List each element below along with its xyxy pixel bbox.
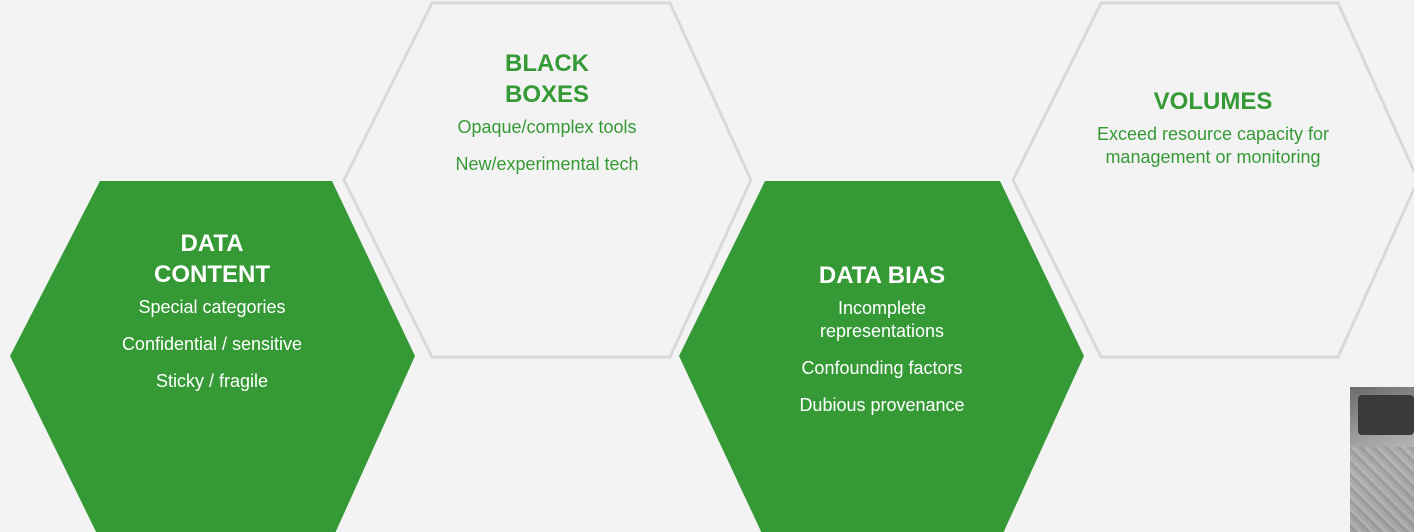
hexagon-title: DATA BIAS — [737, 260, 1027, 291]
hexagon-line: New/experimental tech — [455, 154, 639, 174]
title-line: DATA — [180, 230, 244, 257]
hexagon-black-boxes: BLACK BOXES Opaque/complex tools New/exp… — [397, 48, 697, 190]
hexagon-black-boxes-shape — [342, 1, 753, 359]
hexagon-line: Opaque/complex tools — [457, 117, 637, 137]
hexagon-line: Exceed resource capacity for management … — [1096, 124, 1330, 167]
hexagon-data-content: DATA CONTENT Special categories Confiden… — [62, 228, 362, 407]
photo-dark-area — [1358, 395, 1414, 435]
hexagon-line: Incomplete representations — [819, 298, 945, 341]
hexagon-line: Special categories — [138, 297, 286, 317]
hexagon-data-content-shape — [10, 181, 415, 532]
hexagon-title: BLACK BOXES — [397, 48, 697, 110]
title-line: BLACK — [505, 50, 589, 77]
hexagon-line: Dubious provenance — [799, 395, 965, 415]
hexagon-volumes-shape — [1011, 1, 1414, 359]
hexagon-data-bias: DATA BIAS Incomplete representations Con… — [737, 260, 1027, 431]
hexagon-title: VOLUMES — [1068, 86, 1358, 117]
corner-photo — [1350, 387, 1414, 532]
title-line: DATA BIAS — [818, 262, 946, 289]
photo-texture — [1350, 447, 1414, 532]
title-line: VOLUMES — [1153, 88, 1273, 115]
title-line: BOXES — [504, 81, 590, 108]
title-line: CONTENT — [154, 261, 270, 288]
hexagon-line: Confidential / sensitive — [121, 334, 303, 354]
hexagon-data-bias-shape — [679, 181, 1084, 532]
hexagon-line: Confounding factors — [801, 358, 963, 378]
hexagon-volumes: VOLUMES Exceed resource capacity for man… — [1068, 86, 1358, 169]
hexagon-line: Sticky / fragile — [155, 371, 269, 391]
hexagon-title: DATA CONTENT — [62, 228, 362, 290]
